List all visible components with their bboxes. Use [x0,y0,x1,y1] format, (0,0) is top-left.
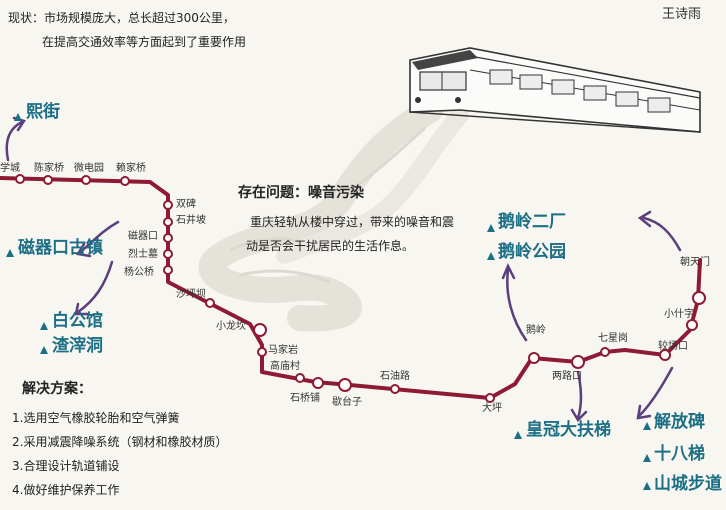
station-label: 石井坡 [176,215,206,226]
attraction-label: 十八梯 [654,444,705,464]
issue-line-2: 动是否会干扰居民的生活作息。 [246,239,415,253]
station-dot [163,217,173,227]
attraction-label: 白公馆 [52,311,103,331]
author-name: 王诗雨 [662,7,702,22]
station-dot [81,175,91,185]
station-dot [163,249,173,259]
status-line-1: 现状：市场规模庞大，总长超过300公里， [8,11,235,25]
station-label: 歇台子 [332,397,362,408]
station-dot [253,323,267,337]
station-dot [43,175,53,185]
pin-icon [14,113,22,121]
pin-icon [487,252,495,260]
pin-icon [643,454,651,462]
solution-item: 3.合理设计轨道铺设 [12,459,120,473]
attraction-label: 皇冠大扶梯 [526,420,611,440]
arrow [506,268,528,342]
station-label: 赖家桥 [116,163,146,174]
station-label: 高庙村 [270,361,300,372]
noise-smoke [198,97,469,332]
station-dot [659,349,671,361]
station-label: 七星岗 [598,333,628,344]
station-dot [205,298,215,308]
station-dot [295,373,305,383]
station-label: 鹅岭 [526,325,546,336]
arrow-head [637,210,652,228]
station-label: 沙坪坝 [176,289,206,300]
station-label: 石油路 [380,371,410,382]
train-illustration [409,47,701,133]
station-label: 较场口 [658,341,688,352]
attraction-label: 鹅岭二厂 [498,212,566,232]
station-dot [485,393,495,403]
station-dot [528,352,540,364]
arrow-head [570,408,588,423]
pin-icon [40,346,48,354]
attraction-label: 山城步道 [654,474,722,494]
station-label: 两路口 [552,371,582,382]
station-label: 大坪 [482,403,502,414]
station-dot [163,265,173,275]
issue-line-1: 重庆轻轨从楼中穿过，带来的噪音和震 [250,215,455,229]
station-label: 陈家桥 [34,163,64,174]
station-dot [15,174,25,184]
station-dot [686,319,698,331]
arrow [642,216,682,252]
arrow-head [636,404,652,420]
pin-icon [643,422,651,430]
station-label: 磁器口 [128,231,158,242]
issue-title: 存在问题：噪音污染 [238,185,364,201]
arrow-head [75,242,92,258]
arrow-head [74,302,90,316]
station-dot [600,347,610,357]
status-line-2: 在提高交通效率等方面起到了重要作用 [42,35,247,49]
pin-icon [514,431,522,439]
station-label: 石桥铺 [290,393,320,404]
station-label: 双碑 [176,199,196,210]
attraction-label: 熙街 [26,102,60,122]
station-dot [163,233,173,243]
station-dots [15,174,706,403]
solution-item: 1.选用空气橡胶轮胎和空气弹簧 [12,411,180,425]
pin-icon [487,224,495,232]
attraction-label: 磁器口古镇 [18,238,103,258]
pin-icon [6,249,14,257]
solution-item: 4.做好维护保养工作 [12,483,120,497]
arrow-head [501,262,516,280]
solution-item: 2.采用减震降噪系统（钢材和橡胶材质） [12,435,228,449]
station-dot [390,384,400,394]
station-dot [120,176,130,186]
attraction-label: 渣滓洞 [52,336,103,356]
pins [6,113,651,490]
pin-icon [643,482,651,490]
station-label: 马家岩 [268,345,298,356]
pin-icon [40,322,48,330]
station-label: 杨公桥 [124,267,154,278]
attraction-label: 鹅岭公园 [498,242,566,262]
station-dot [338,378,352,392]
station-dot [257,347,267,357]
arrows [5,116,682,423]
station-label: 小什字 [664,309,694,320]
attraction-label: 解放碑 [654,412,705,432]
station-label: 小龙坎 [216,321,246,332]
station-label: 朝天门 [680,257,710,268]
station-dot [692,291,706,305]
station-label: 烈士墓 [128,249,158,260]
station-label: 学城 [0,163,20,174]
station-dot [312,377,324,389]
arrow [76,260,114,314]
arrow [638,366,674,417]
arrow [5,120,24,162]
station-dot [571,355,585,369]
arrow [78,220,120,254]
solution-title: 解决方案： [22,381,92,397]
arrow [576,370,583,420]
station-label: 微电园 [74,163,104,174]
station-dot [163,200,173,210]
